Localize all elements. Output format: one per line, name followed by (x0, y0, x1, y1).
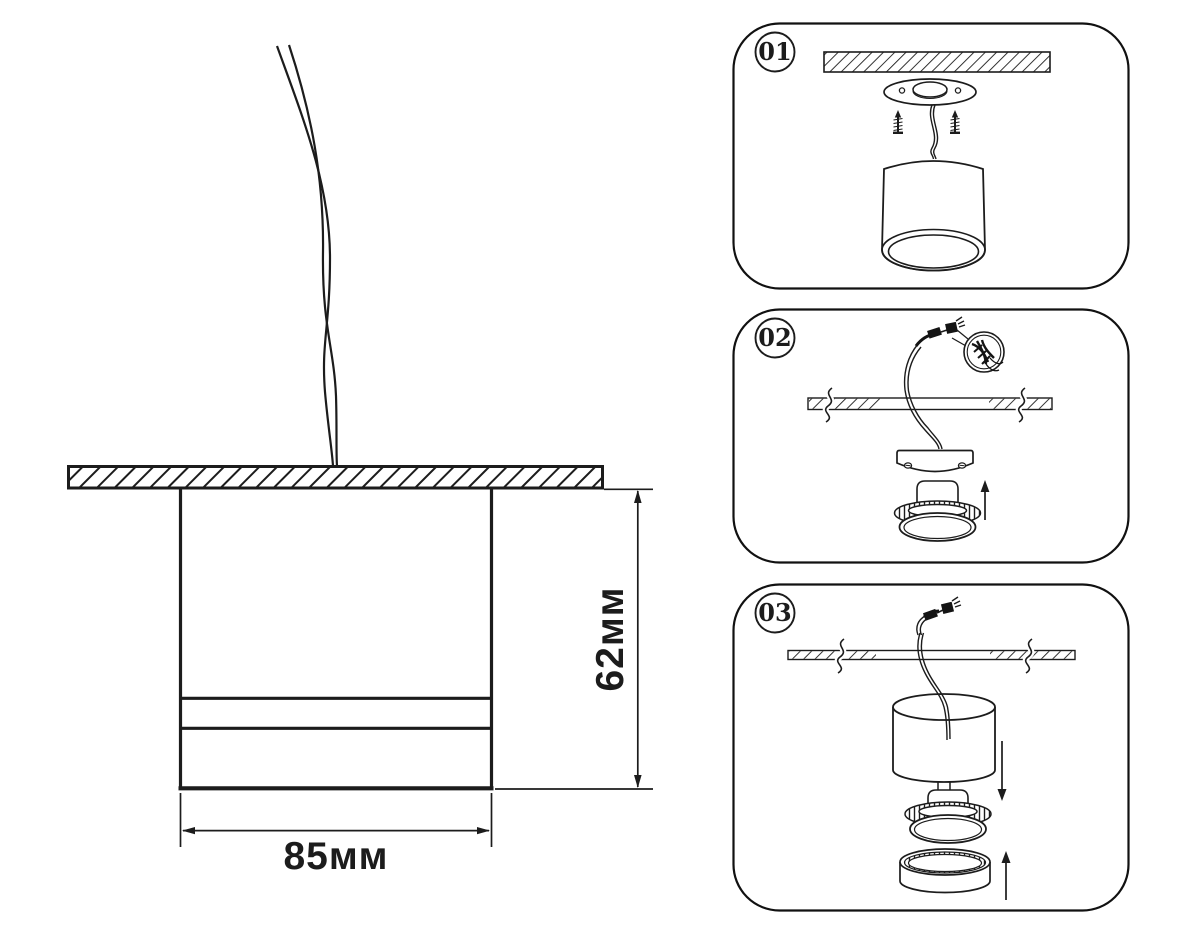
lamp-lens (898, 512, 977, 542)
twisted-wires-icon (971, 339, 1004, 372)
canopy-plate (896, 449, 974, 473)
power-wire (929, 104, 939, 160)
panel-frame (732, 22, 1130, 290)
fixture-dimension-drawing: 62мм 85мм (67, 44, 653, 878)
gx53-lamp (893, 480, 982, 542)
mounting-screw-right (950, 110, 960, 135)
power-wire (917, 632, 951, 741)
connection-magnifier (963, 331, 1005, 373)
mounting-plate (883, 78, 977, 106)
height-dimension-label: 62мм (589, 586, 632, 691)
step-number: 01 (758, 37, 791, 66)
step-number-badge: 02 (754, 317, 796, 359)
gx53-lamp (904, 789, 992, 844)
up-arrow-icon (1001, 851, 1011, 900)
width-dimension: 85мм (179, 793, 493, 878)
step-panel-01: 01 (732, 22, 1130, 290)
arrowhead-up-icon (634, 490, 642, 503)
step-number: 03 (758, 598, 791, 627)
arrowhead-down-icon (634, 775, 642, 788)
mounting-screw-left (893, 110, 903, 135)
ceiling-hatch (823, 51, 1051, 73)
lamp-lens (909, 814, 987, 844)
lamp-housing (881, 160, 986, 272)
fixture-body (178, 488, 494, 791)
down-arrow-icon (997, 741, 1007, 801)
step-number-badge: 03 (754, 592, 796, 634)
wire-connector (916, 596, 962, 636)
ceiling-cross-section (807, 385, 1053, 425)
width-dimension-label: 85мм (283, 835, 388, 878)
trim-ring (899, 848, 991, 894)
ceiling-cross-section (787, 636, 1076, 676)
step-panel-03: 03 (732, 583, 1130, 912)
step-panel-02: 02 (732, 308, 1130, 564)
power-wire (904, 389, 943, 450)
arrowhead-left-icon (182, 827, 195, 835)
step-number: 02 (758, 323, 791, 352)
arrowhead-right-icon (477, 827, 490, 835)
power-wire (275, 44, 339, 467)
ceiling-hatch (789, 651, 876, 659)
wire-connector (903, 316, 969, 392)
up-arrow-icon (980, 480, 990, 520)
ceiling-hatch (809, 398, 880, 409)
height-dimension: 62мм (495, 488, 653, 790)
step-number-badge: 01 (754, 31, 796, 73)
ceiling-surface (67, 465, 604, 490)
